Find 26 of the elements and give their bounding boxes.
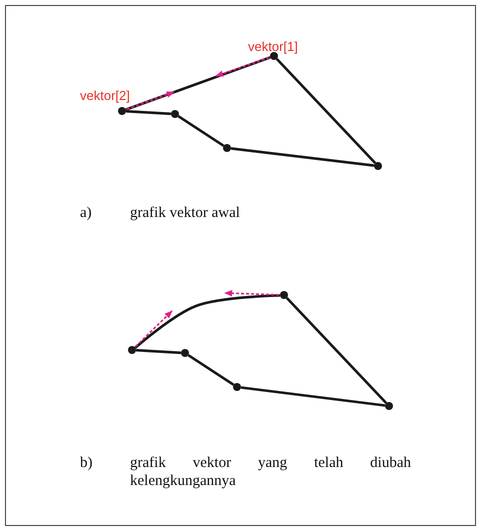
vertex-dot	[181, 349, 189, 357]
line-segment	[136, 348, 182, 354]
line-segment	[286, 297, 388, 404]
caption: grafik vektor awal	[130, 204, 240, 222]
vertex-dot	[270, 52, 278, 60]
vertex-dot	[128, 346, 136, 354]
vertex-dot	[171, 110, 179, 118]
vertex-dot	[385, 402, 393, 410]
vector-label: vektor[2]	[80, 87, 130, 105]
vertex-dot	[374, 162, 382, 170]
caption-marker: a)	[80, 204, 92, 222]
vertex-dot	[233, 383, 241, 391]
vertex-dot	[223, 144, 231, 152]
vector-label: vektor[1]	[248, 38, 298, 56]
line-segment	[126, 110, 172, 116]
curve-segment	[134, 294, 280, 349]
vertex-dot	[118, 107, 126, 115]
line-segment	[276, 58, 376, 164]
caption-marker: b)	[80, 454, 92, 472]
line-segment	[178, 115, 224, 147]
line-segment	[125, 56, 271, 111]
line-segment	[230, 147, 374, 167]
line-segment	[188, 354, 234, 386]
vertex-dot	[280, 291, 288, 299]
line-segment	[240, 386, 386, 407]
caption: grafik vektor yang telah diubah kelengkungannya	[130, 454, 411, 490]
